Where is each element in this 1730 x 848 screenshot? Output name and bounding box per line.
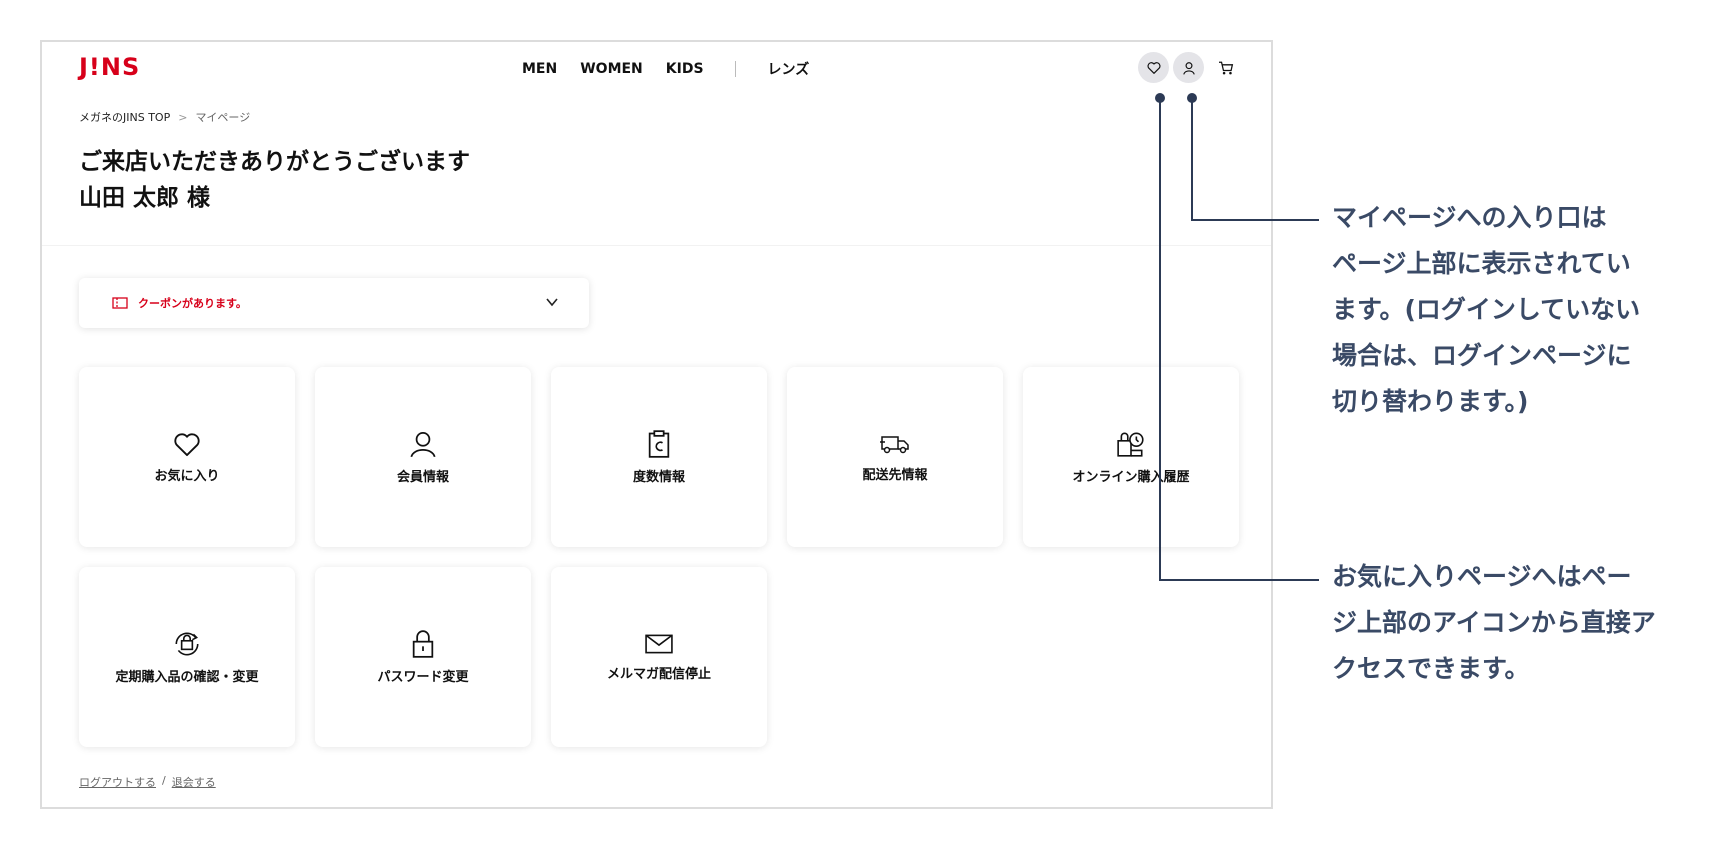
annotation-line: クセスできます。 — [1332, 654, 1530, 683]
card-label: 配送先情報 — [862, 467, 928, 483]
breadcrumb-separator: > — [178, 110, 188, 124]
greeting-line: ご来店いただきありがとうございます — [79, 149, 470, 175]
user-name: 山田 太郎 様 — [79, 185, 211, 211]
card-member-info[interactable]: 会員情報 — [315, 367, 531, 547]
annotation-mypage: マイページへの入り口は ページ上部に表示されてい ます。(ログインしていない 場… — [1332, 195, 1640, 425]
card-label: お気に入り — [154, 468, 220, 484]
annotation-line: お気に入りページへはペー — [1332, 562, 1632, 591]
account-links: ログアウトする / 退会する — [79, 774, 216, 790]
purchase-history-icon — [1117, 431, 1144, 457]
favorite-button[interactable] — [1138, 52, 1169, 83]
lock-icon — [412, 629, 434, 658]
annotation-line-favorite-vertical — [1159, 98, 1161, 581]
breadcrumb-home[interactable]: メガネのJINS TOP — [79, 111, 171, 124]
mail-icon — [645, 634, 673, 653]
card-label: 会員情報 — [396, 469, 449, 485]
card-label: 度数情報 — [632, 469, 685, 485]
nav-divider — [734, 61, 736, 77]
logout-link[interactable]: ログアウトする — [79, 776, 156, 789]
heart-icon — [1147, 62, 1160, 74]
truck-icon — [880, 435, 909, 453]
card-prescription[interactable]: 度数情報 — [551, 367, 767, 547]
cart-button[interactable] — [1210, 52, 1241, 83]
card-newsletter[interactable]: メルマガ配信停止 — [551, 567, 767, 747]
link-separator: / — [162, 774, 166, 787]
card-label: 定期購入品の確認・変更 — [115, 669, 259, 685]
coupon-icon — [112, 297, 128, 309]
user-icon — [1182, 61, 1195, 75]
nav-men[interactable]: MEN — [522, 61, 558, 77]
card-label: オンライン購入履歴 — [1072, 469, 1190, 485]
annotation-line: マイページへの入り口は — [1332, 203, 1607, 232]
header-icons — [1134, 52, 1241, 83]
annotation-line: ます。(ログインしていない — [1332, 295, 1641, 324]
card-favorites[interactable]: お気に入り — [79, 367, 295, 547]
annotation-line-favorite-horizontal — [1159, 579, 1319, 581]
annotation-line: 場合は、ログインページに — [1332, 341, 1632, 370]
annotation-line: ページ上部に表示されてい — [1332, 249, 1631, 278]
card-shipping[interactable]: 配送先情報 — [787, 367, 1003, 547]
coupon-accordion[interactable]: クーポンがあります。 — [79, 278, 589, 328]
browser-frame: J!NS MEN WOMEN KIDS レンズ メガネのJINS TOP > マ… — [40, 40, 1273, 809]
chevron-down-icon — [546, 298, 558, 307]
nav-lens[interactable]: レンズ — [767, 62, 810, 78]
subscription-icon — [175, 632, 199, 655]
annotation-line-mypage-horizontal — [1191, 219, 1319, 221]
nav-kids[interactable]: KIDS — [665, 61, 704, 77]
main-nav: MEN WOMEN KIDS レンズ — [522, 59, 832, 79]
card-password[interactable]: パスワード変更 — [315, 567, 531, 747]
nav-women[interactable]: WOMEN — [580, 61, 643, 77]
withdraw-link[interactable]: 退会する — [171, 776, 216, 789]
jins-logo[interactable]: J!NS — [79, 53, 141, 81]
prescription-icon — [648, 429, 670, 458]
card-purchase-history[interactable]: オンライン購入履歴 — [1023, 367, 1239, 547]
annotation-line: 切り替わります。) — [1332, 387, 1529, 416]
site-header: J!NS MEN WOMEN KIDS レンズ — [42, 42, 1271, 94]
annotation-favorite: お気に入りページへはペー ジ上部のアイコンから直接ア クセスできます。 — [1332, 554, 1656, 692]
annotation-line: ジ上部のアイコンから直接ア — [1332, 608, 1656, 637]
heart-icon — [174, 432, 200, 456]
card-label: パスワード変更 — [377, 669, 469, 685]
cart-icon — [1218, 61, 1233, 74]
card-subscription[interactable]: 定期購入品の確認・変更 — [79, 567, 295, 747]
coupon-label: クーポンがあります。 — [138, 297, 247, 310]
card-label: メルマガ配信停止 — [606, 666, 711, 682]
user-icon — [410, 431, 436, 457]
section-divider — [42, 245, 1271, 246]
breadcrumb: メガネのJINS TOP > マイページ — [79, 109, 250, 125]
annotation-line-mypage-vertical — [1191, 98, 1193, 221]
mypage-button[interactable] — [1173, 52, 1204, 83]
breadcrumb-current: マイページ — [195, 111, 251, 124]
page-title: ご来店いただきありがとうございます 山田 太郎 様 — [79, 144, 470, 216]
